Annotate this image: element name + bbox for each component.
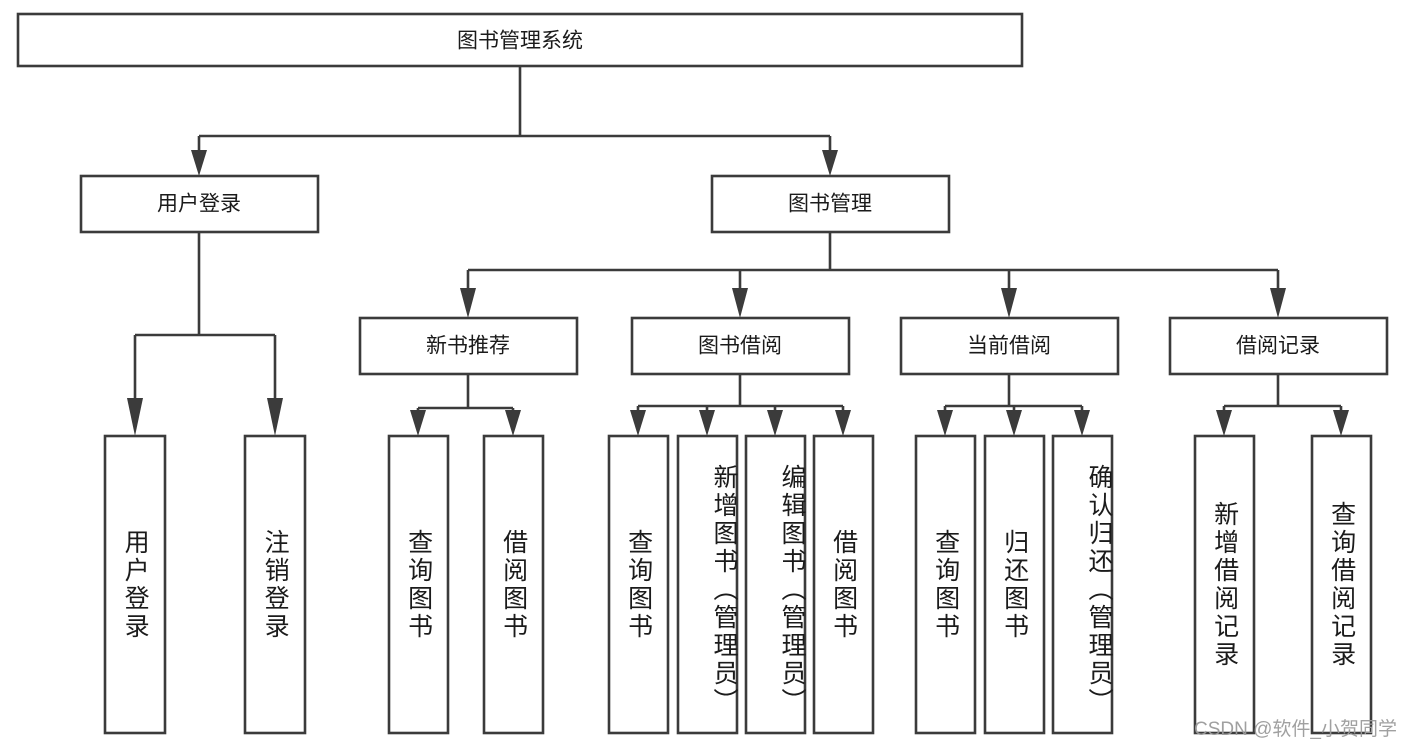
node-root-label: 图书管理系统: [457, 30, 583, 53]
leaf-box-current-borrow-1[interactable]: [914, 434, 977, 735]
leaf-box-user-login-2[interactable]: [243, 434, 307, 735]
arrow-head-leaf-c3: [1074, 410, 1090, 436]
leaf-box-book-borrow-1[interactable]: [607, 434, 670, 735]
node-new-book-rec-label: 新书推荐: [426, 335, 510, 358]
arrow-head-leaf-n2: [505, 410, 521, 436]
arrow-head-leaf-r2: [1333, 410, 1349, 436]
connector-group: [127, 66, 1349, 436]
leaf-box-borrow-record-2[interactable]: [1310, 434, 1373, 735]
arrow-head-bookmanage: [822, 150, 838, 176]
watermark-text: CSDN @软件_小贺同学: [1194, 719, 1397, 740]
arrow-head-userlogin: [191, 150, 207, 176]
arrow-head-leaf-c2: [1006, 410, 1022, 436]
arrow-head-l3-2: [732, 288, 748, 318]
node-root[interactable]: [16, 12, 1024, 68]
node-book-manage-label: 图书管理: [788, 193, 872, 216]
leaf-box-current-borrow-2[interactable]: [983, 434, 1046, 735]
leaf-box-user-login-1[interactable]: [103, 434, 167, 735]
arrow-head-leaf-u1: [127, 398, 143, 436]
leaf-box-book-borrow-3[interactable]: [744, 434, 807, 735]
node-user-login-label: 用户登录: [157, 193, 241, 216]
arrow-head-leaf-b4: [835, 410, 851, 436]
arrow-head-l3-1: [460, 288, 476, 318]
arrow-head-l3-3: [1001, 288, 1017, 318]
node-borrow-record-label: 借阅记录: [1236, 335, 1320, 358]
node-borrow-record[interactable]: [1168, 316, 1389, 376]
arrow-head-leaf-c1: [937, 410, 953, 436]
node-new-book-rec[interactable]: [358, 316, 579, 376]
arrow-head-leaf-b3: [767, 410, 783, 436]
arrow-head-leaf-n1: [410, 410, 426, 436]
leaf-box-book-borrow-2[interactable]: [676, 434, 739, 735]
node-group: 图书管理系统 用户登录 图书管理 新书推荐 图书借阅 当前借阅 借阅记录: [16, 12, 1389, 735]
arrow-head-l3-4: [1270, 288, 1286, 318]
leaf-box-new-book-2[interactable]: [482, 434, 545, 735]
node-book-borrow-label: 图书借阅: [698, 335, 782, 358]
node-user-login[interactable]: [79, 174, 320, 234]
leaf-box-new-book-1[interactable]: [387, 434, 450, 735]
arrow-head-leaf-b1: [630, 410, 646, 436]
leaf-box-book-borrow-4[interactable]: [812, 434, 875, 735]
arrow-head-leaf-r1: [1216, 410, 1232, 436]
leaf-box-borrow-record-1[interactable]: [1193, 434, 1256, 735]
arrow-head-leaf-u2: [267, 398, 283, 436]
node-current-borrow[interactable]: [899, 316, 1120, 376]
leaf-box-current-borrow-3[interactable]: [1051, 434, 1114, 735]
node-current-borrow-label: 当前借阅: [967, 335, 1051, 358]
arrow-head-leaf-b2: [699, 410, 715, 436]
node-book-borrow[interactable]: [630, 316, 851, 376]
node-book-manage[interactable]: [710, 174, 951, 234]
